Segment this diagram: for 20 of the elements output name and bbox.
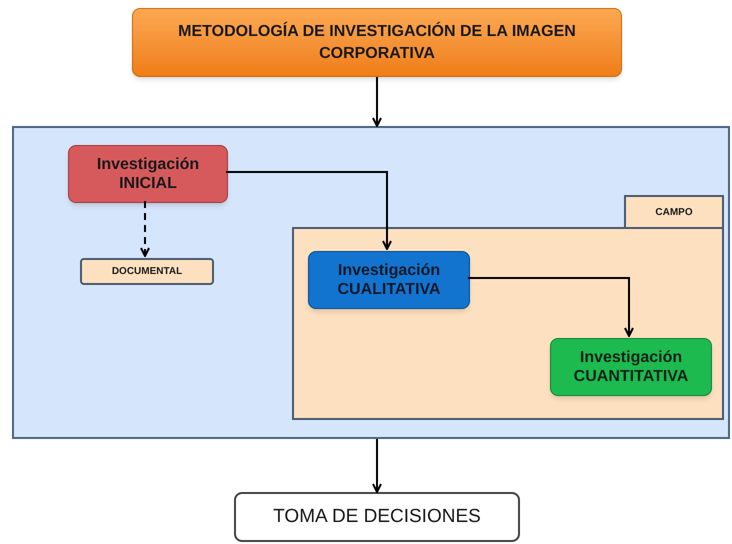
arrow xyxy=(468,277,634,337)
node-label: METODOLOGÍA DE INVESTIGACIÓN DE LA IMAGEN CORPORATIVA xyxy=(177,20,577,64)
title-box xyxy=(132,8,622,77)
process-box xyxy=(80,258,214,285)
field-panel xyxy=(292,195,724,420)
node-label: Investigación CUALITATIVA xyxy=(336,260,442,300)
panel-tab-label: CAMPO xyxy=(655,206,693,220)
arrow xyxy=(140,201,150,257)
node-label: TOMA DE DECISIONES xyxy=(273,504,481,529)
process-box xyxy=(68,145,228,203)
decision-box xyxy=(234,492,520,542)
arrow xyxy=(372,77,382,127)
node-label: Investigación CUANTITATIVA xyxy=(572,348,690,386)
arrow xyxy=(372,439,382,493)
process-box xyxy=(550,338,712,396)
node-label: DOCUMENTAL xyxy=(112,265,182,279)
process-box xyxy=(308,251,470,309)
arrow xyxy=(226,171,392,250)
container-panel xyxy=(12,126,730,439)
node-label: Investigación INICIAL xyxy=(96,154,200,194)
